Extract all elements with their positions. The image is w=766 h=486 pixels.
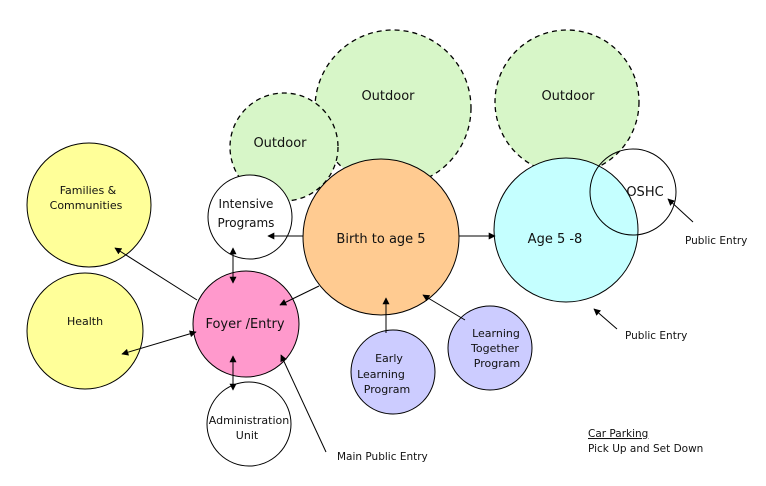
learning-together-program-label-line2: Together bbox=[470, 342, 519, 355]
public-entry-age-label: Public Entry bbox=[625, 330, 687, 342]
foyer-entry-label: Foyer /Entry bbox=[205, 317, 284, 332]
intensive-programs-label-line2: Programs bbox=[218, 216, 275, 230]
car-parking-title: Car Parking bbox=[588, 428, 648, 440]
administration-unit-bubble bbox=[206, 381, 292, 467]
administration-unit-label-line1: Administration bbox=[209, 414, 290, 427]
main-public-entry-label: Main Public Entry bbox=[337, 451, 428, 463]
intensive-programs-label-line1: Intensive bbox=[219, 197, 274, 211]
outdoor-right-label: Outdoor bbox=[541, 89, 595, 104]
early-learning-program-label-line1: Early bbox=[375, 352, 403, 365]
birth-to-age-5-label: Birth to age 5 bbox=[336, 232, 425, 247]
outdoor-middle-label: Outdoor bbox=[361, 89, 415, 104]
car-parking-subtitle: Pick Up and Set Down bbox=[588, 443, 703, 455]
arrow-birth-foyer bbox=[279, 285, 320, 306]
learning-together-program-bubble bbox=[447, 305, 533, 391]
arrow-families-foyer bbox=[114, 247, 198, 301]
arrow-public-entry-age bbox=[593, 308, 618, 330]
families-communities-label-line1: Families & bbox=[60, 184, 117, 197]
age-5-8-bubble bbox=[493, 157, 639, 303]
arrow-health-foyer bbox=[121, 330, 197, 356]
learning-together-program-label-line3: Program bbox=[474, 357, 520, 370]
families-communities-label-line2: Communities bbox=[50, 199, 123, 212]
arrow-main-public-entry bbox=[280, 354, 327, 453]
public-entry-oshc-label: Public Entry bbox=[685, 235, 747, 247]
arrow-public-entry-oshc bbox=[667, 198, 694, 223]
administration-unit-label-line2: Unit bbox=[236, 429, 259, 442]
foyer-entry-bubble bbox=[192, 270, 300, 378]
health-label: Health bbox=[67, 315, 103, 328]
birth-to-age-5-bubble bbox=[302, 158, 460, 316]
oshc-bubble bbox=[589, 148, 677, 236]
age-5-8-label: Age 5 -8 bbox=[528, 232, 583, 247]
early-learning-program-label-line2: Learning bbox=[357, 368, 405, 381]
health-bubble bbox=[26, 272, 144, 390]
arrow-together-birth bbox=[422, 294, 466, 321]
early-learning-program-label-line3: Program bbox=[364, 383, 410, 396]
learning-together-program-label-line1: Learning bbox=[472, 327, 520, 340]
families-communities-bubble bbox=[26, 142, 152, 268]
early-learning-program-bubble bbox=[350, 329, 436, 415]
outdoor-left-label: Outdoor bbox=[253, 136, 307, 151]
oshc-label: OSHC bbox=[626, 185, 663, 200]
